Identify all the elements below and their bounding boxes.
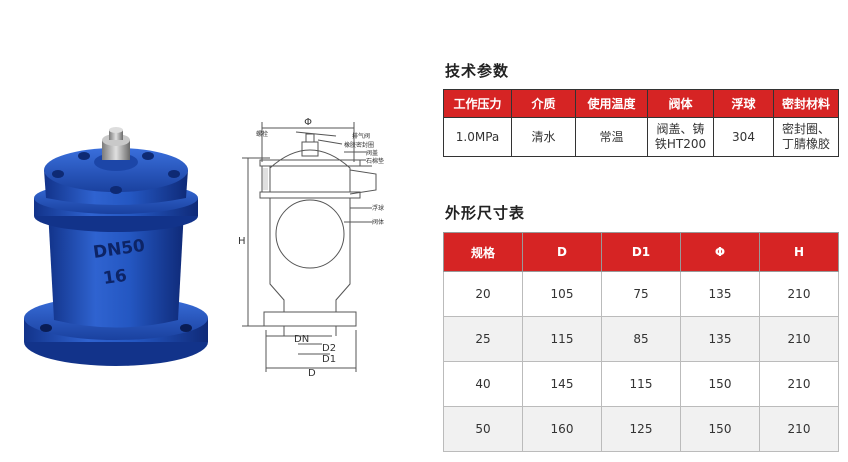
dim-h-label: H (238, 236, 246, 247)
cast-mark-pressure: 16 (102, 266, 128, 289)
cell-h: 210 (759, 406, 839, 452)
cell-h: 210 (759, 361, 839, 407)
table-header-row: 规格 D D1 Φ H (443, 232, 839, 272)
table-row: 1.0MPa 清水 常温 阀盖、铸 铁HT200 304 密封圈、 丁腈橡胶 (443, 117, 839, 157)
cell-seal-line2: 丁腈橡胶 (781, 137, 830, 151)
callout-bolt: 螺栓 (256, 130, 268, 138)
header-spec: 规格 (443, 232, 523, 272)
cell-phi: 135 (680, 316, 760, 362)
cell-d: 105 (522, 271, 602, 317)
callout-float-ball: 浮球 (372, 204, 384, 212)
cell-phi: 150 (680, 406, 760, 452)
cell-d1: 115 (601, 361, 681, 407)
cell-phi: 135 (680, 271, 760, 317)
cell-d1: 85 (601, 316, 681, 362)
cell-d: 160 (522, 406, 602, 452)
cell-phi: 150 (680, 361, 760, 407)
cell-seal: 密封圈、 丁腈橡胶 (773, 117, 839, 157)
cell-spec: 20 (443, 271, 523, 317)
cell-d: 145 (522, 361, 602, 407)
cell-spec: 50 (443, 406, 523, 452)
header-body: 阀体 (647, 89, 714, 118)
header-pressure: 工作压力 (443, 89, 512, 118)
dim-d1-label: D1 (322, 354, 336, 365)
table-row: 20 105 75 135 210 (443, 271, 839, 317)
cell-temperature: 常温 (575, 117, 648, 157)
valve-section-drawing: Φ H DN D2 D1 D 螺栓 排气阀 橡胶密封圈 阀盖 石棉垫 浮球 阀体 (238, 117, 384, 379)
header-medium: 介质 (511, 89, 576, 118)
cell-d: 115 (522, 316, 602, 362)
tech-params-table: 工作压力 介质 使用温度 阀体 浮球 密封材料 1.0MPa 清水 常温 阀盖、… (443, 89, 839, 157)
table-row: 50 160 125 150 210 (443, 406, 839, 452)
cell-body-line1: 阀盖、铸 (656, 122, 705, 136)
dim-phi-label: Φ (304, 117, 312, 128)
cell-float: 304 (713, 117, 774, 157)
cell-spec: 40 (443, 361, 523, 407)
cell-seal-line1: 密封圈、 (781, 122, 830, 136)
dimensions-table: 规格 D D1 Φ H 20 105 75 135 210 25 115 85 … (443, 232, 839, 452)
header-h: H (759, 232, 839, 272)
cell-spec: 25 (443, 316, 523, 362)
header-phi: Φ (680, 232, 760, 272)
cell-pressure: 1.0MPa (443, 117, 512, 157)
table-row: 25 115 85 135 210 (443, 316, 839, 362)
header-d: D (522, 232, 602, 272)
callout-body: 阀体 (372, 218, 384, 226)
cell-d1: 75 (601, 271, 681, 317)
header-d1: D1 (601, 232, 681, 272)
tech-params-title: 技术参数 (445, 62, 510, 80)
cell-body-line2: 铁HT200 (654, 137, 707, 151)
header-temperature: 使用温度 (575, 89, 648, 118)
dim-d-label: D (308, 368, 316, 379)
cell-d1: 125 (601, 406, 681, 452)
callout-exhaust-valve: 排气阀 (352, 132, 370, 140)
cell-body: 阀盖、铸 铁HT200 (647, 117, 714, 157)
header-seal: 密封材料 (773, 89, 839, 118)
header-float: 浮球 (713, 89, 774, 118)
table-row: 40 145 115 150 210 (443, 361, 839, 407)
callout-rubber-seal: 橡胶密封圈 (344, 141, 374, 149)
valve-product-image: DN50 16 (24, 127, 208, 366)
callout-asbestos-gasket: 石棉垫 (366, 157, 384, 165)
dim-d2-label: D2 (322, 343, 336, 354)
dimensions-title: 外形尺寸表 (445, 204, 526, 222)
cell-medium: 清水 (511, 117, 576, 157)
cell-h: 210 (759, 316, 839, 362)
callout-cover: 阀盖 (366, 149, 378, 157)
dim-dn-label: DN (294, 334, 309, 345)
table-header-row: 工作压力 介质 使用温度 阀体 浮球 密封材料 (443, 89, 839, 118)
cell-h: 210 (759, 271, 839, 317)
